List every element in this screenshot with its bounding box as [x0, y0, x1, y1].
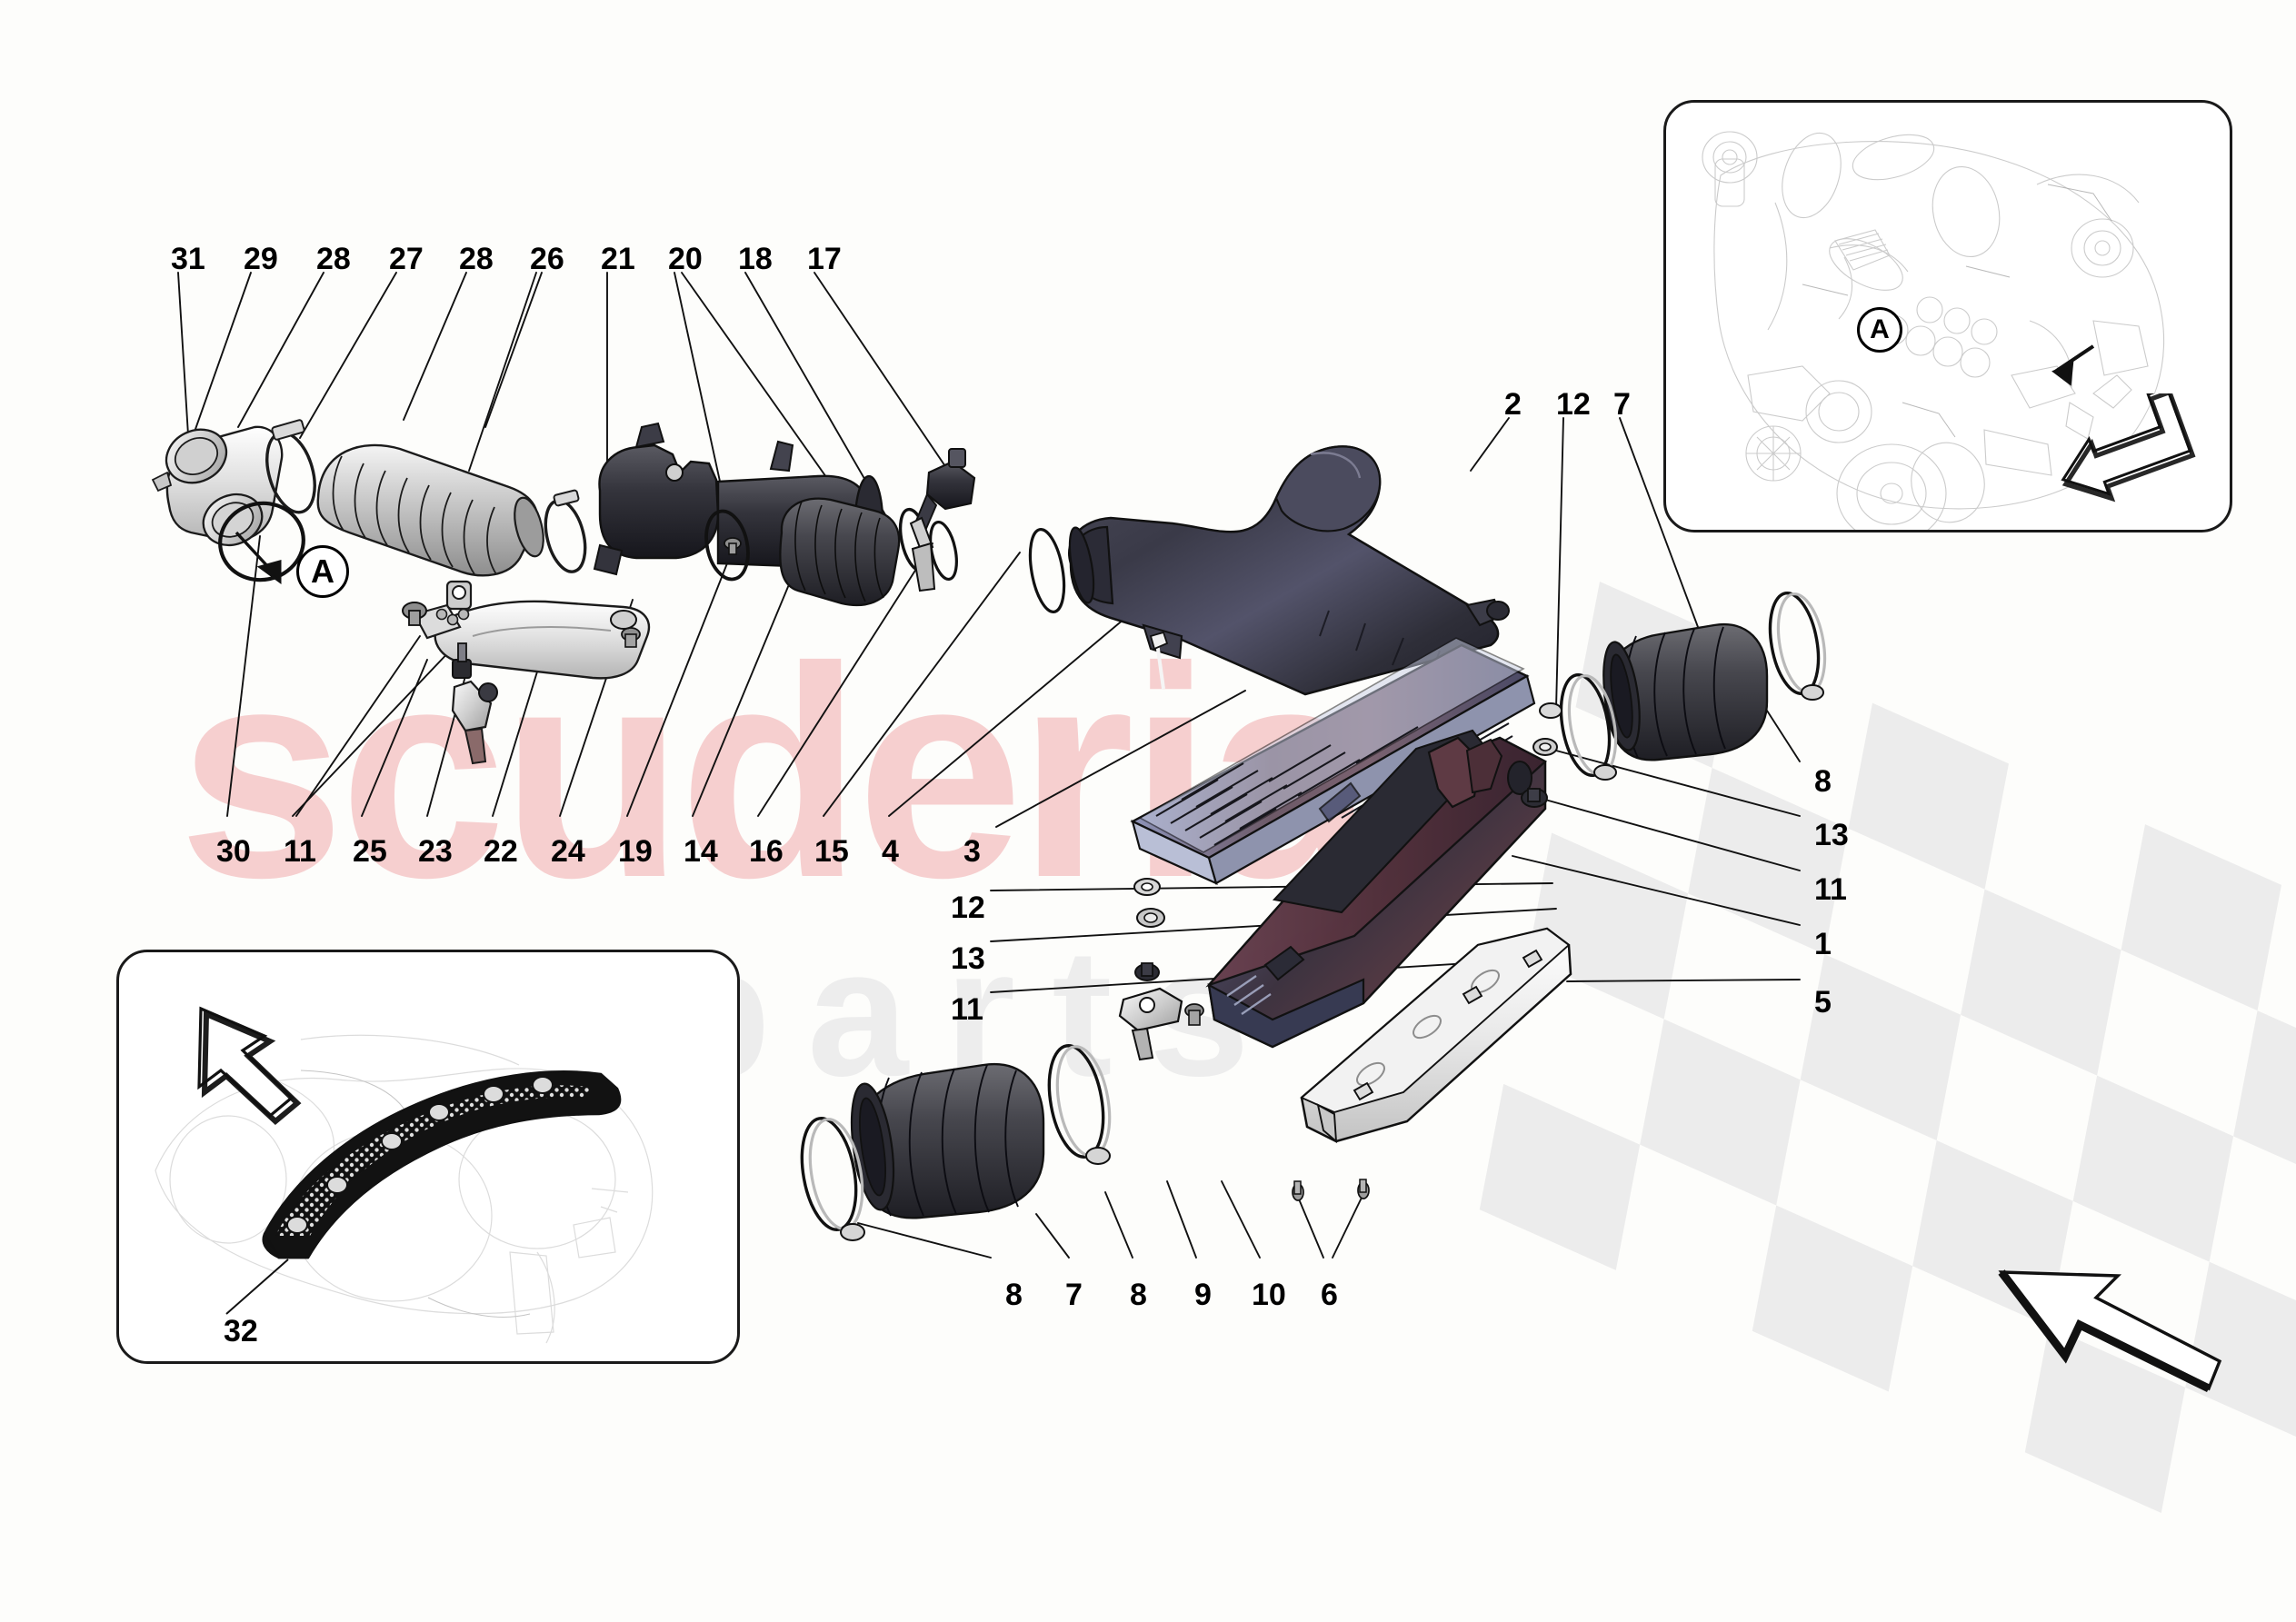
- callout-11: 11: [284, 834, 316, 869]
- perforated-engine-cover-part32: [262, 1070, 622, 1259]
- mount-hole-part16: [610, 610, 637, 630]
- air-temperature-sensor-part17: [913, 448, 976, 532]
- hose-clamp-band-part28a: [265, 419, 316, 514]
- callout-29: 29: [244, 242, 278, 276]
- rubber-grommet-mount-part11-right: [1521, 788, 1548, 808]
- callout-13: 13: [951, 941, 985, 976]
- callout-30: 30: [216, 834, 251, 869]
- callout-20: 20: [668, 242, 703, 276]
- inset-cover-panel-view: [116, 950, 740, 1364]
- callout-1: 1: [1814, 927, 1832, 961]
- callout-11: 11: [1814, 872, 1847, 907]
- sensor-screw-part20: [724, 537, 742, 555]
- air-filter-housing-lower-part1: [1205, 729, 1547, 1049]
- bracket-nut-part19: [621, 627, 641, 648]
- callout-12: 12: [1556, 387, 1591, 422]
- callout-22: 22: [484, 834, 518, 869]
- callout-5: 5: [1814, 985, 1832, 1020]
- callout-10: 10: [1252, 1278, 1286, 1312]
- callout-15: 15: [814, 834, 849, 869]
- callout-8: 8: [1130, 1278, 1147, 1312]
- inset-engine-assembly-view: A: [1663, 100, 2232, 532]
- callout-2: 2: [1504, 387, 1522, 422]
- callout-7: 7: [1065, 1278, 1083, 1312]
- callout-32: 32: [224, 1314, 258, 1348]
- section-a-arrow-main-icon: [235, 531, 282, 584]
- callout-7: 7: [1613, 387, 1631, 422]
- leader-lines-bottom-center: [857, 1180, 1363, 1259]
- hose-clamp-part8-upper-right: [1768, 591, 1827, 701]
- view-direction-arrow-bottom-right: [1998, 1269, 2222, 1393]
- callout-18: 18: [738, 242, 773, 276]
- engine-ghost-drawing: [1702, 131, 2165, 530]
- bracket-mount-part24: [451, 680, 498, 765]
- callout-14: 14: [684, 834, 718, 869]
- hose-clamp-part8-upper-left: [1559, 672, 1618, 781]
- flexible-corrugated-hose-part7-lower: [850, 1062, 1045, 1219]
- plenum-inlet-ring-part4: [1028, 528, 1066, 613]
- o-ring-large-part30: [218, 501, 305, 582]
- hose-clamp-part8-lower-left: [800, 1117, 865, 1241]
- washer-part12: [1133, 878, 1161, 896]
- callout-16: 16: [749, 834, 784, 869]
- section-a-arrow-icon: [2051, 344, 2095, 386]
- callout-24: 24: [551, 834, 585, 869]
- hose-clamp-band-part28b: [544, 489, 587, 573]
- rubber-grommet-mount-part11-lower: [1134, 962, 1160, 981]
- leader-line-part32: [225, 1259, 289, 1315]
- callout-26: 26: [530, 242, 564, 276]
- callout-11: 11: [951, 992, 983, 1027]
- bracket-clip-part9: [1118, 987, 1183, 1061]
- callout-28: 28: [316, 242, 351, 276]
- air-filter-element-part3: [1130, 637, 1536, 885]
- callout-13: 13: [1814, 818, 1849, 852]
- section-a-marker-main: A: [296, 545, 349, 598]
- callout-27: 27: [389, 242, 424, 276]
- callout-8: 8: [1005, 1278, 1023, 1312]
- nut-part13-right: [1532, 738, 1558, 756]
- callout-19: 19: [618, 834, 653, 869]
- flexible-corrugated-hose-part7-upper: [1602, 622, 1769, 761]
- callout-8: 8: [1814, 764, 1832, 799]
- heat-shield-panel-part5: [1300, 927, 1572, 1144]
- support-bracket-part22: [413, 580, 651, 680]
- callout-25: 25: [353, 834, 387, 869]
- callout-28: 28: [459, 242, 494, 276]
- bracket-stud-part25: [402, 602, 427, 626]
- section-a-marker-inset: A: [1857, 307, 1902, 353]
- view-direction-arrow-inset-engine: [2061, 393, 2196, 503]
- heat-shield-screw-part6: [1292, 1179, 1370, 1201]
- callout-3: 3: [963, 834, 981, 869]
- nut-part13: [1136, 908, 1165, 928]
- bracket-bolt-part23: [452, 642, 472, 679]
- callout-12: 12: [951, 891, 985, 925]
- sensor-retainer-clip-part18: [909, 516, 936, 592]
- callout-23: 23: [418, 834, 453, 869]
- callout-9: 9: [1194, 1278, 1212, 1312]
- callout-31: 31: [171, 242, 205, 276]
- corrugated-intake-hose-part27: [316, 443, 544, 577]
- callout-17: 17: [807, 242, 842, 276]
- intake-sleeve-part16: [779, 497, 901, 607]
- air-intake-duct-manifold-part2: [1068, 445, 1510, 696]
- leader-lines-right-top: [1470, 417, 1699, 710]
- callout-4: 4: [882, 834, 899, 869]
- callout-6: 6: [1321, 1278, 1338, 1312]
- washer-part12-right: [1539, 702, 1562, 719]
- hose-clamp-part8-lower-right: [1047, 1044, 1112, 1165]
- callout-21: 21: [601, 242, 635, 276]
- o-ring-seal-part14: [704, 509, 750, 582]
- leader-lines-bottom-left: [226, 535, 1148, 817]
- mounting-bolt-part10: [1184, 1003, 1204, 1026]
- cover-panel-drawing: [155, 1006, 654, 1344]
